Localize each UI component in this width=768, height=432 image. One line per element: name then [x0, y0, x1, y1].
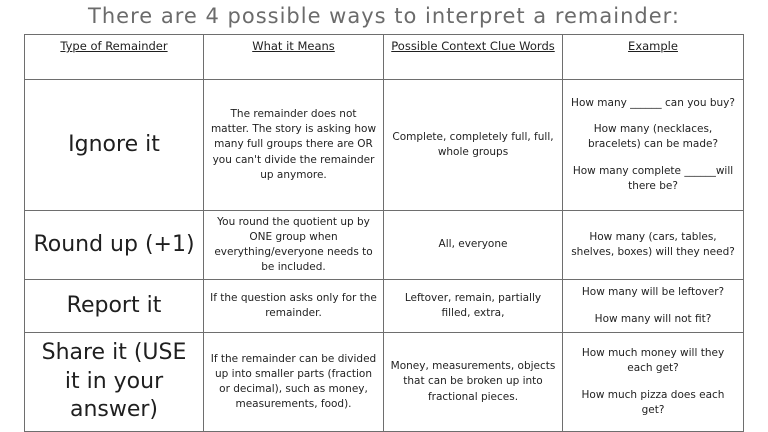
header-example: Example	[562, 34, 744, 80]
page-title: There are 4 possible ways to interpret a…	[88, 4, 680, 28]
example-cell: How many will be leftover? How many will…	[562, 279, 744, 333]
header-clues: Possible Context Clue Words	[383, 34, 563, 80]
type-cell: Round up (+1)	[24, 210, 204, 280]
example-text: How many will be leftover?	[581, 286, 725, 299]
table-row: Ignore it The remainder does not matter.…	[24, 79, 744, 211]
header-meaning: What it Means	[203, 34, 384, 80]
example-text: How many (cars, tables, shelves, boxes) …	[571, 230, 735, 258]
example-cell: How much money will they each get? How m…	[562, 332, 744, 432]
meaning-cell: If the remainder can be divided up into …	[203, 332, 384, 432]
example-cell: How many ______ can you buy? How many (n…	[562, 79, 744, 211]
type-cell: Ignore it	[24, 79, 204, 211]
header-row: Type of Remainder What it Means Possible…	[24, 34, 744, 80]
example-text: How many complete ______will there be?	[572, 164, 734, 192]
meaning-cell: If the question asks only for the remain…	[203, 279, 384, 333]
remainder-table: Type of Remainder What it Means Possible…	[24, 34, 744, 432]
clues-cell: Complete, completely full, full, whole g…	[383, 79, 563, 211]
table-row: Round up (+1) You round the quotient up …	[24, 210, 744, 280]
type-cell: Share it (USE it in your answer)	[24, 332, 204, 432]
example-text: How much money will they each get?	[581, 347, 725, 375]
example-cell: How many (cars, tables, shelves, boxes) …	[562, 210, 744, 280]
clues-cell: All, everyone	[383, 210, 563, 280]
type-cell: Report it	[24, 279, 204, 333]
table-row: Share it (USE it in your answer) If the …	[24, 332, 744, 432]
clues-cell: Money, measurements, objects that can be…	[383, 332, 563, 432]
example-text: How much pizza does each get?	[581, 388, 725, 416]
meaning-cell: You round the quotient up by ONE group w…	[203, 210, 384, 280]
example-text: How many will not fit?	[594, 312, 712, 325]
table-row: Report it If the question asks only for …	[24, 279, 744, 333]
clues-cell: Leftover, remain, partially filled, extr…	[383, 279, 563, 333]
meaning-cell: The remainder does not matter. The story…	[203, 79, 384, 211]
example-text: How many ______ can you buy?	[571, 96, 735, 109]
header-type: Type of Remainder	[24, 34, 204, 80]
example-text: How many (necklaces, bracelets) can be m…	[587, 123, 719, 151]
